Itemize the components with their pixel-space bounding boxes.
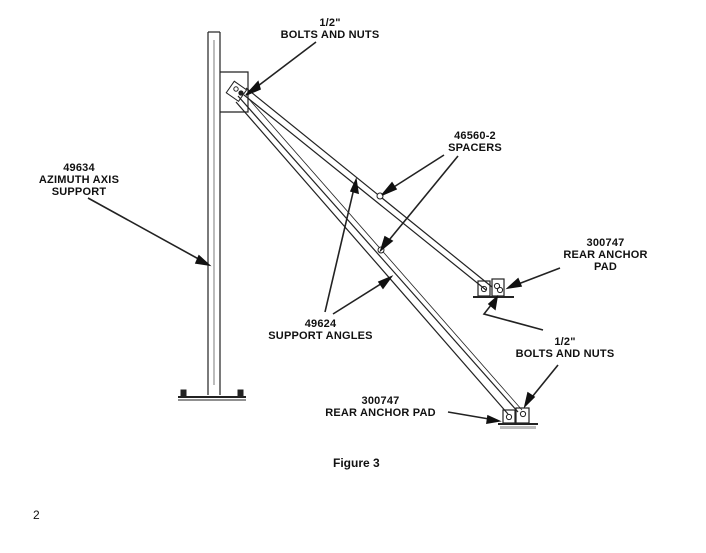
- label-azimuth-text: AZIMUTH AXIS: [38, 174, 120, 186]
- support-angle-lower: [235, 95, 523, 415]
- label-rear-pad-lower-part: 300747: [361, 395, 400, 407]
- label-rear-pad-upper-text: REAR ANCHOR: [563, 249, 648, 261]
- label-support-angles-part: 49624: [304, 318, 337, 330]
- label-rear-pad-upper-part: 300747: [586, 237, 625, 249]
- label-bolts-top-size: 1/2": [319, 17, 341, 29]
- label-azimuth-text-2: SUPPORT: [51, 186, 107, 198]
- leader-lines: [87, 41, 561, 424]
- label-bolts-lower: 1/2" BOLTS AND NUTS: [505, 336, 625, 360]
- label-rear-pad-upper-text-2: PAD: [593, 261, 617, 273]
- label-spacers-part: 46560-2: [454, 130, 496, 142]
- label-bolts-lower-size: 1/2": [554, 336, 576, 348]
- label-rear-pad-lower-text: REAR ANCHOR PAD: [325, 407, 436, 419]
- upper-mounting-bracket: [220, 71, 249, 113]
- label-bolts-lower-text: BOLTS AND NUTS: [515, 348, 615, 360]
- page-number: 2: [33, 508, 40, 522]
- rear-anchor-pad-lower: [498, 407, 538, 429]
- support-angle-upper: [243, 87, 493, 291]
- label-spacers: 46560-2 SPACERS: [430, 130, 520, 154]
- label-spacers-text: SPACERS: [448, 142, 502, 154]
- rear-anchor-pad-upper: [473, 278, 514, 298]
- label-bolts-top: 1/2" BOLTS AND NUTS: [270, 17, 390, 41]
- label-azimuth-axis-support: 49634 AZIMUTH AXIS SUPPORT: [24, 162, 134, 198]
- figure-caption: Figure 3: [333, 456, 380, 470]
- label-support-angles-text: SUPPORT ANGLES: [268, 330, 373, 342]
- post-base-plate: [178, 389, 246, 401]
- label-rear-anchor-pad-upper: 300747 REAR ANCHOR PAD: [553, 237, 658, 273]
- label-support-angles: 49624 SUPPORT ANGLES: [258, 318, 383, 342]
- label-azimuth-part: 49634: [63, 162, 95, 174]
- label-rear-anchor-pad-lower: 300747 REAR ANCHOR PAD: [318, 395, 443, 419]
- azimuth-axis-support-post: [207, 31, 221, 395]
- label-bolts-top-text: BOLTS AND NUTS: [280, 29, 380, 41]
